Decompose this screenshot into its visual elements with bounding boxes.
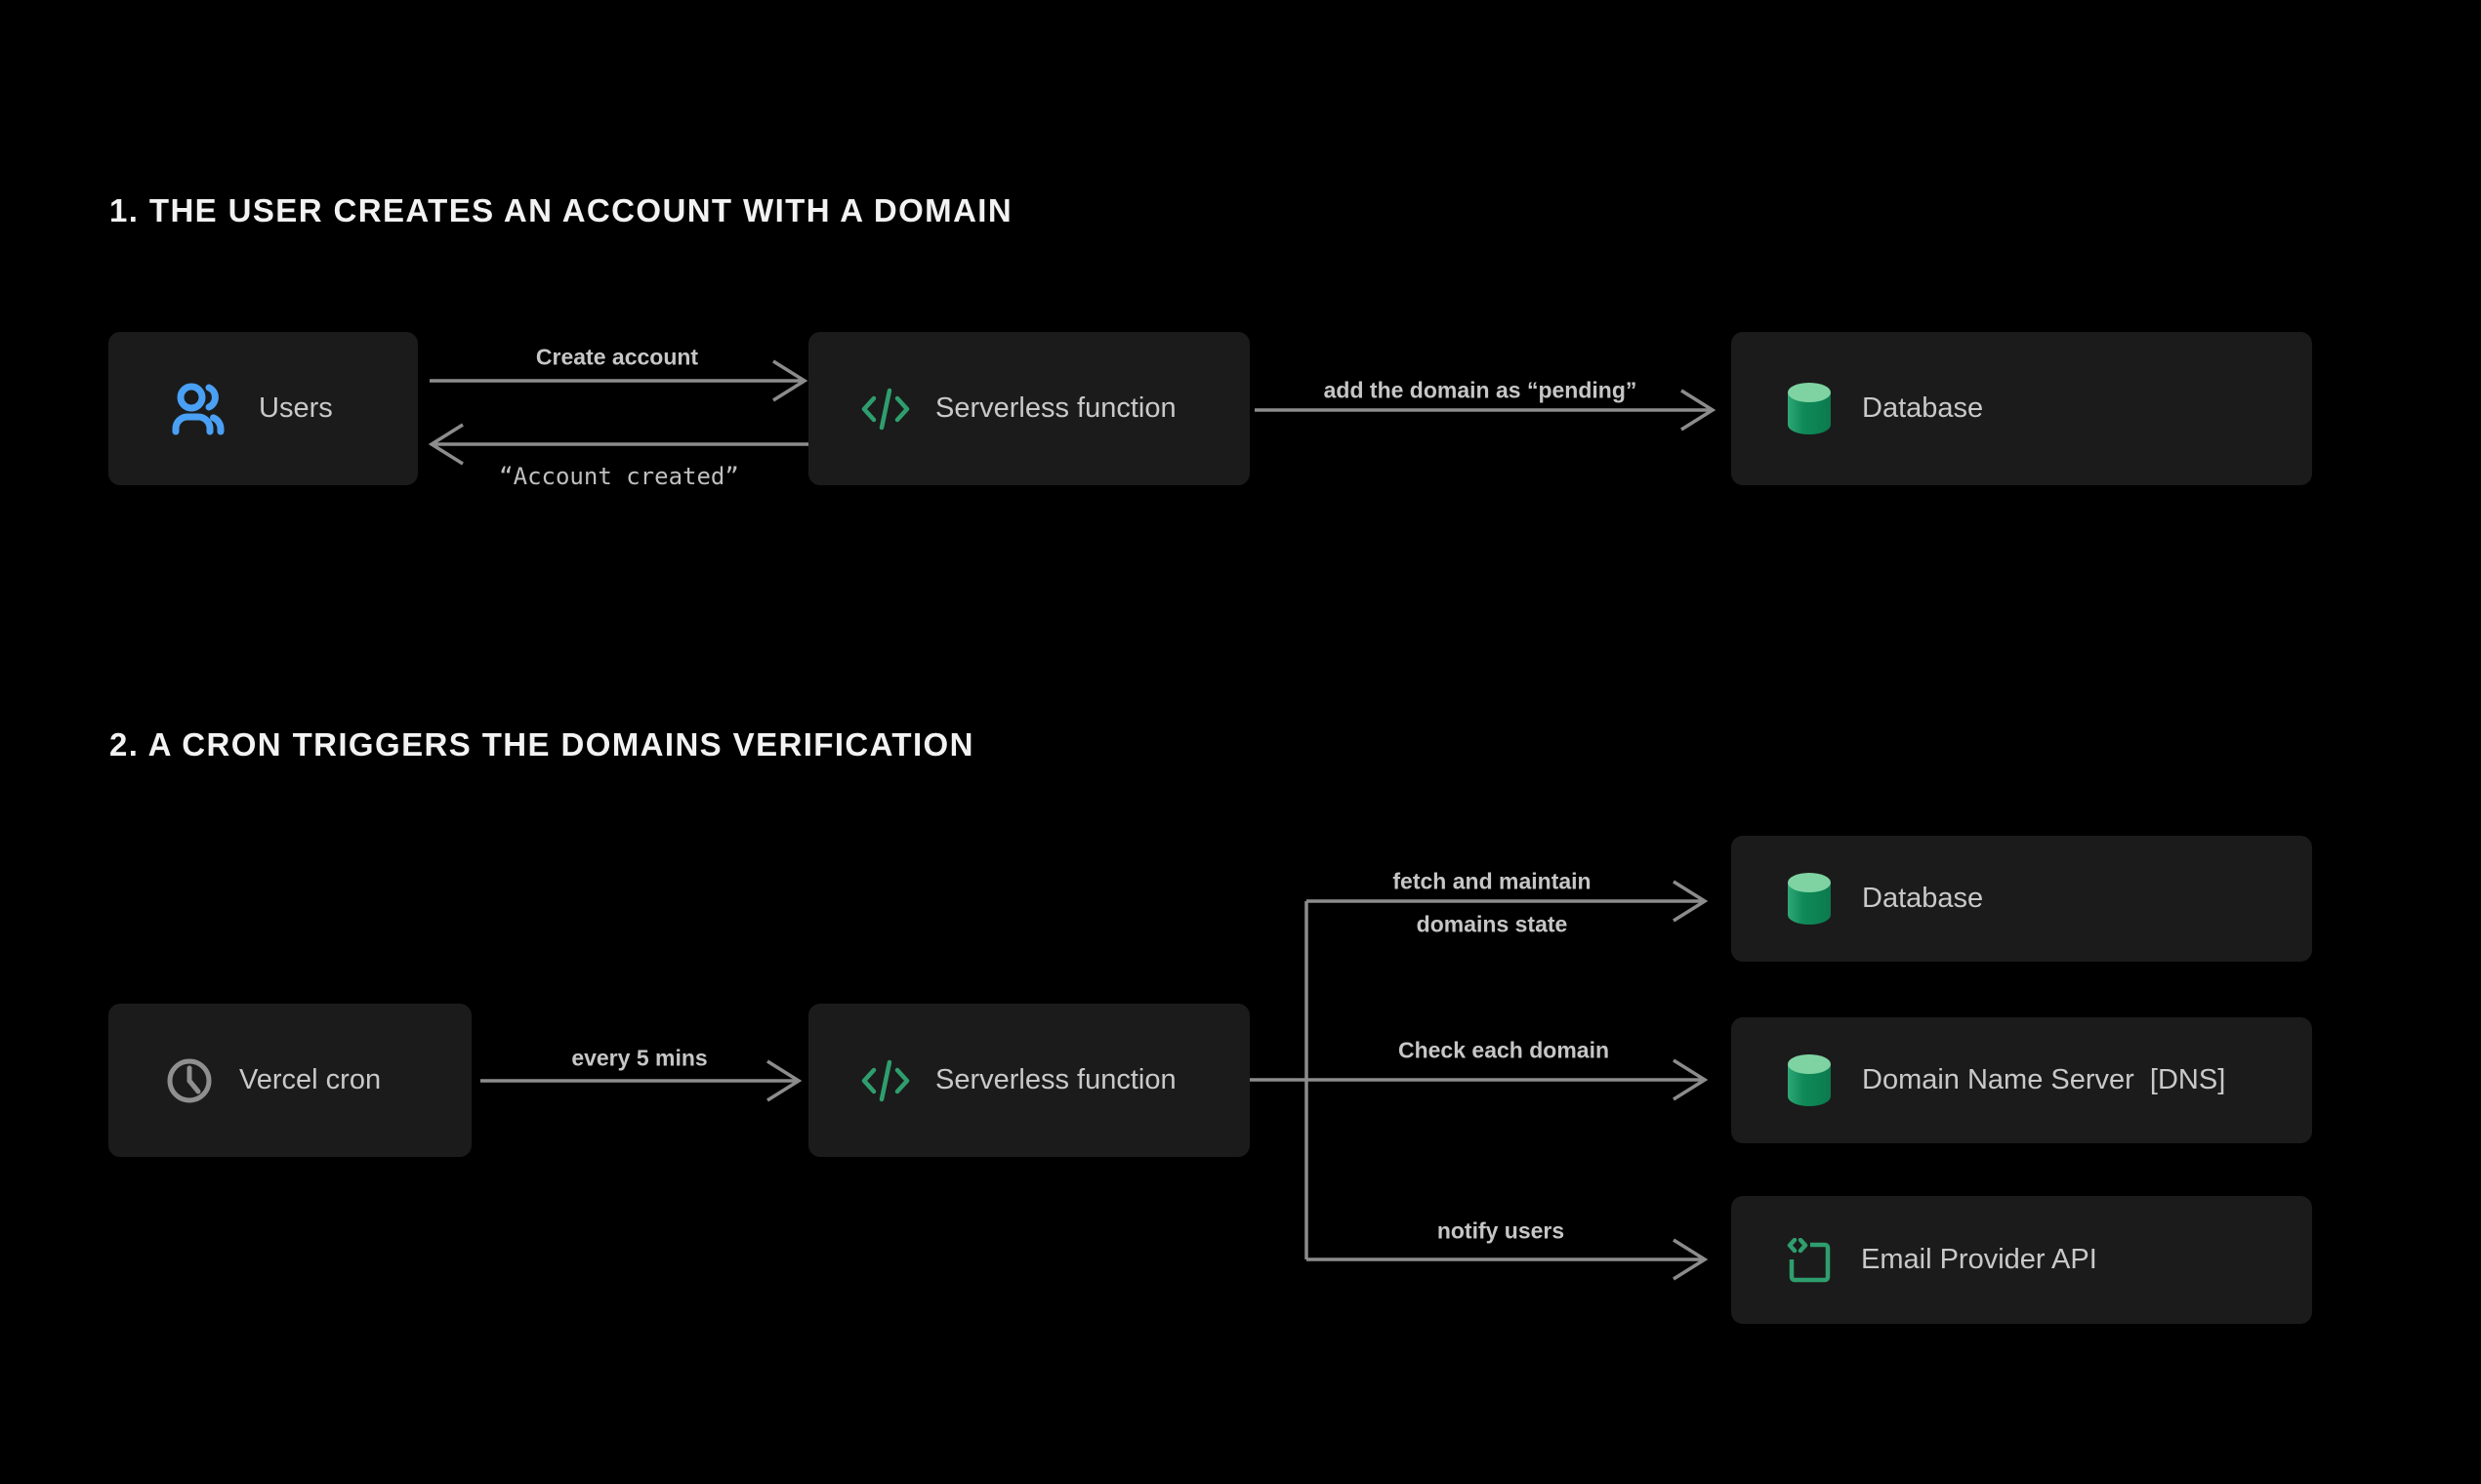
- code-icon: [859, 1057, 912, 1104]
- edge-label-every-5-mins: every 5 mins: [571, 1045, 708, 1071]
- database-icon: [1786, 871, 1833, 927]
- node-vercel-cron: Vercel cron: [108, 1004, 472, 1157]
- arrow-check-head: [1673, 1058, 1709, 1101]
- database-icon: [1786, 1052, 1833, 1108]
- edge-label-account-created: “Account created”: [499, 463, 739, 490]
- arrow-notify-head: [1673, 1238, 1709, 1281]
- edge-label-fetch-line2: domains state: [1416, 911, 1568, 937]
- node-label: Domain Name Server [DNS]: [1862, 1064, 2226, 1095]
- node-label: Vercel cron: [239, 1064, 382, 1095]
- node-serverless-2: Serverless function: [808, 1004, 1250, 1157]
- edge-label-create-account: Create account: [535, 344, 699, 370]
- node-dns: Domain Name Server [DNS]: [1731, 1017, 2312, 1143]
- node-label: Serverless function: [935, 1064, 1177, 1095]
- node-serverless-1: Serverless function: [808, 332, 1250, 485]
- node-label: Users: [259, 392, 333, 424]
- node-label: Serverless function: [935, 392, 1177, 424]
- node-users: Users: [108, 332, 418, 485]
- clock-icon: [165, 1056, 214, 1105]
- code-icon: [859, 386, 912, 433]
- section1-title: 1. THE USER CREATES AN ACCOUNT WITH A DO…: [109, 192, 1013, 228]
- node-label: Database: [1862, 392, 1984, 424]
- arrow-create-account-head: [772, 359, 808, 402]
- template-icon: [1786, 1237, 1832, 1283]
- edge-label-check-domain: Check each domain: [1397, 1037, 1610, 1063]
- edge-label-notify-users: notify users: [1436, 1217, 1565, 1244]
- node-label: Email Provider API: [1861, 1244, 2097, 1275]
- arrow-account-created-head: [428, 423, 464, 466]
- edge-label-fetch-line1: fetch and maintain: [1392, 868, 1592, 894]
- node-email-provider: Email Provider API: [1731, 1196, 2312, 1324]
- node-database-1: Database: [1731, 332, 2312, 485]
- arrow-add-domain-head: [1680, 389, 1716, 432]
- database-icon: [1786, 381, 1833, 436]
- edge-label-add-domain: add the domain as “pending”: [1323, 377, 1637, 403]
- section2-title: 2. A CRON TRIGGERS THE DOMAINS VERIFICAT…: [109, 726, 974, 763]
- node-database-2: Database: [1731, 836, 2312, 962]
- node-label: Database: [1862, 883, 1984, 914]
- users-icon: [171, 382, 235, 436]
- arrow-fetch-head: [1673, 880, 1709, 923]
- arrow-every5-head: [766, 1059, 803, 1102]
